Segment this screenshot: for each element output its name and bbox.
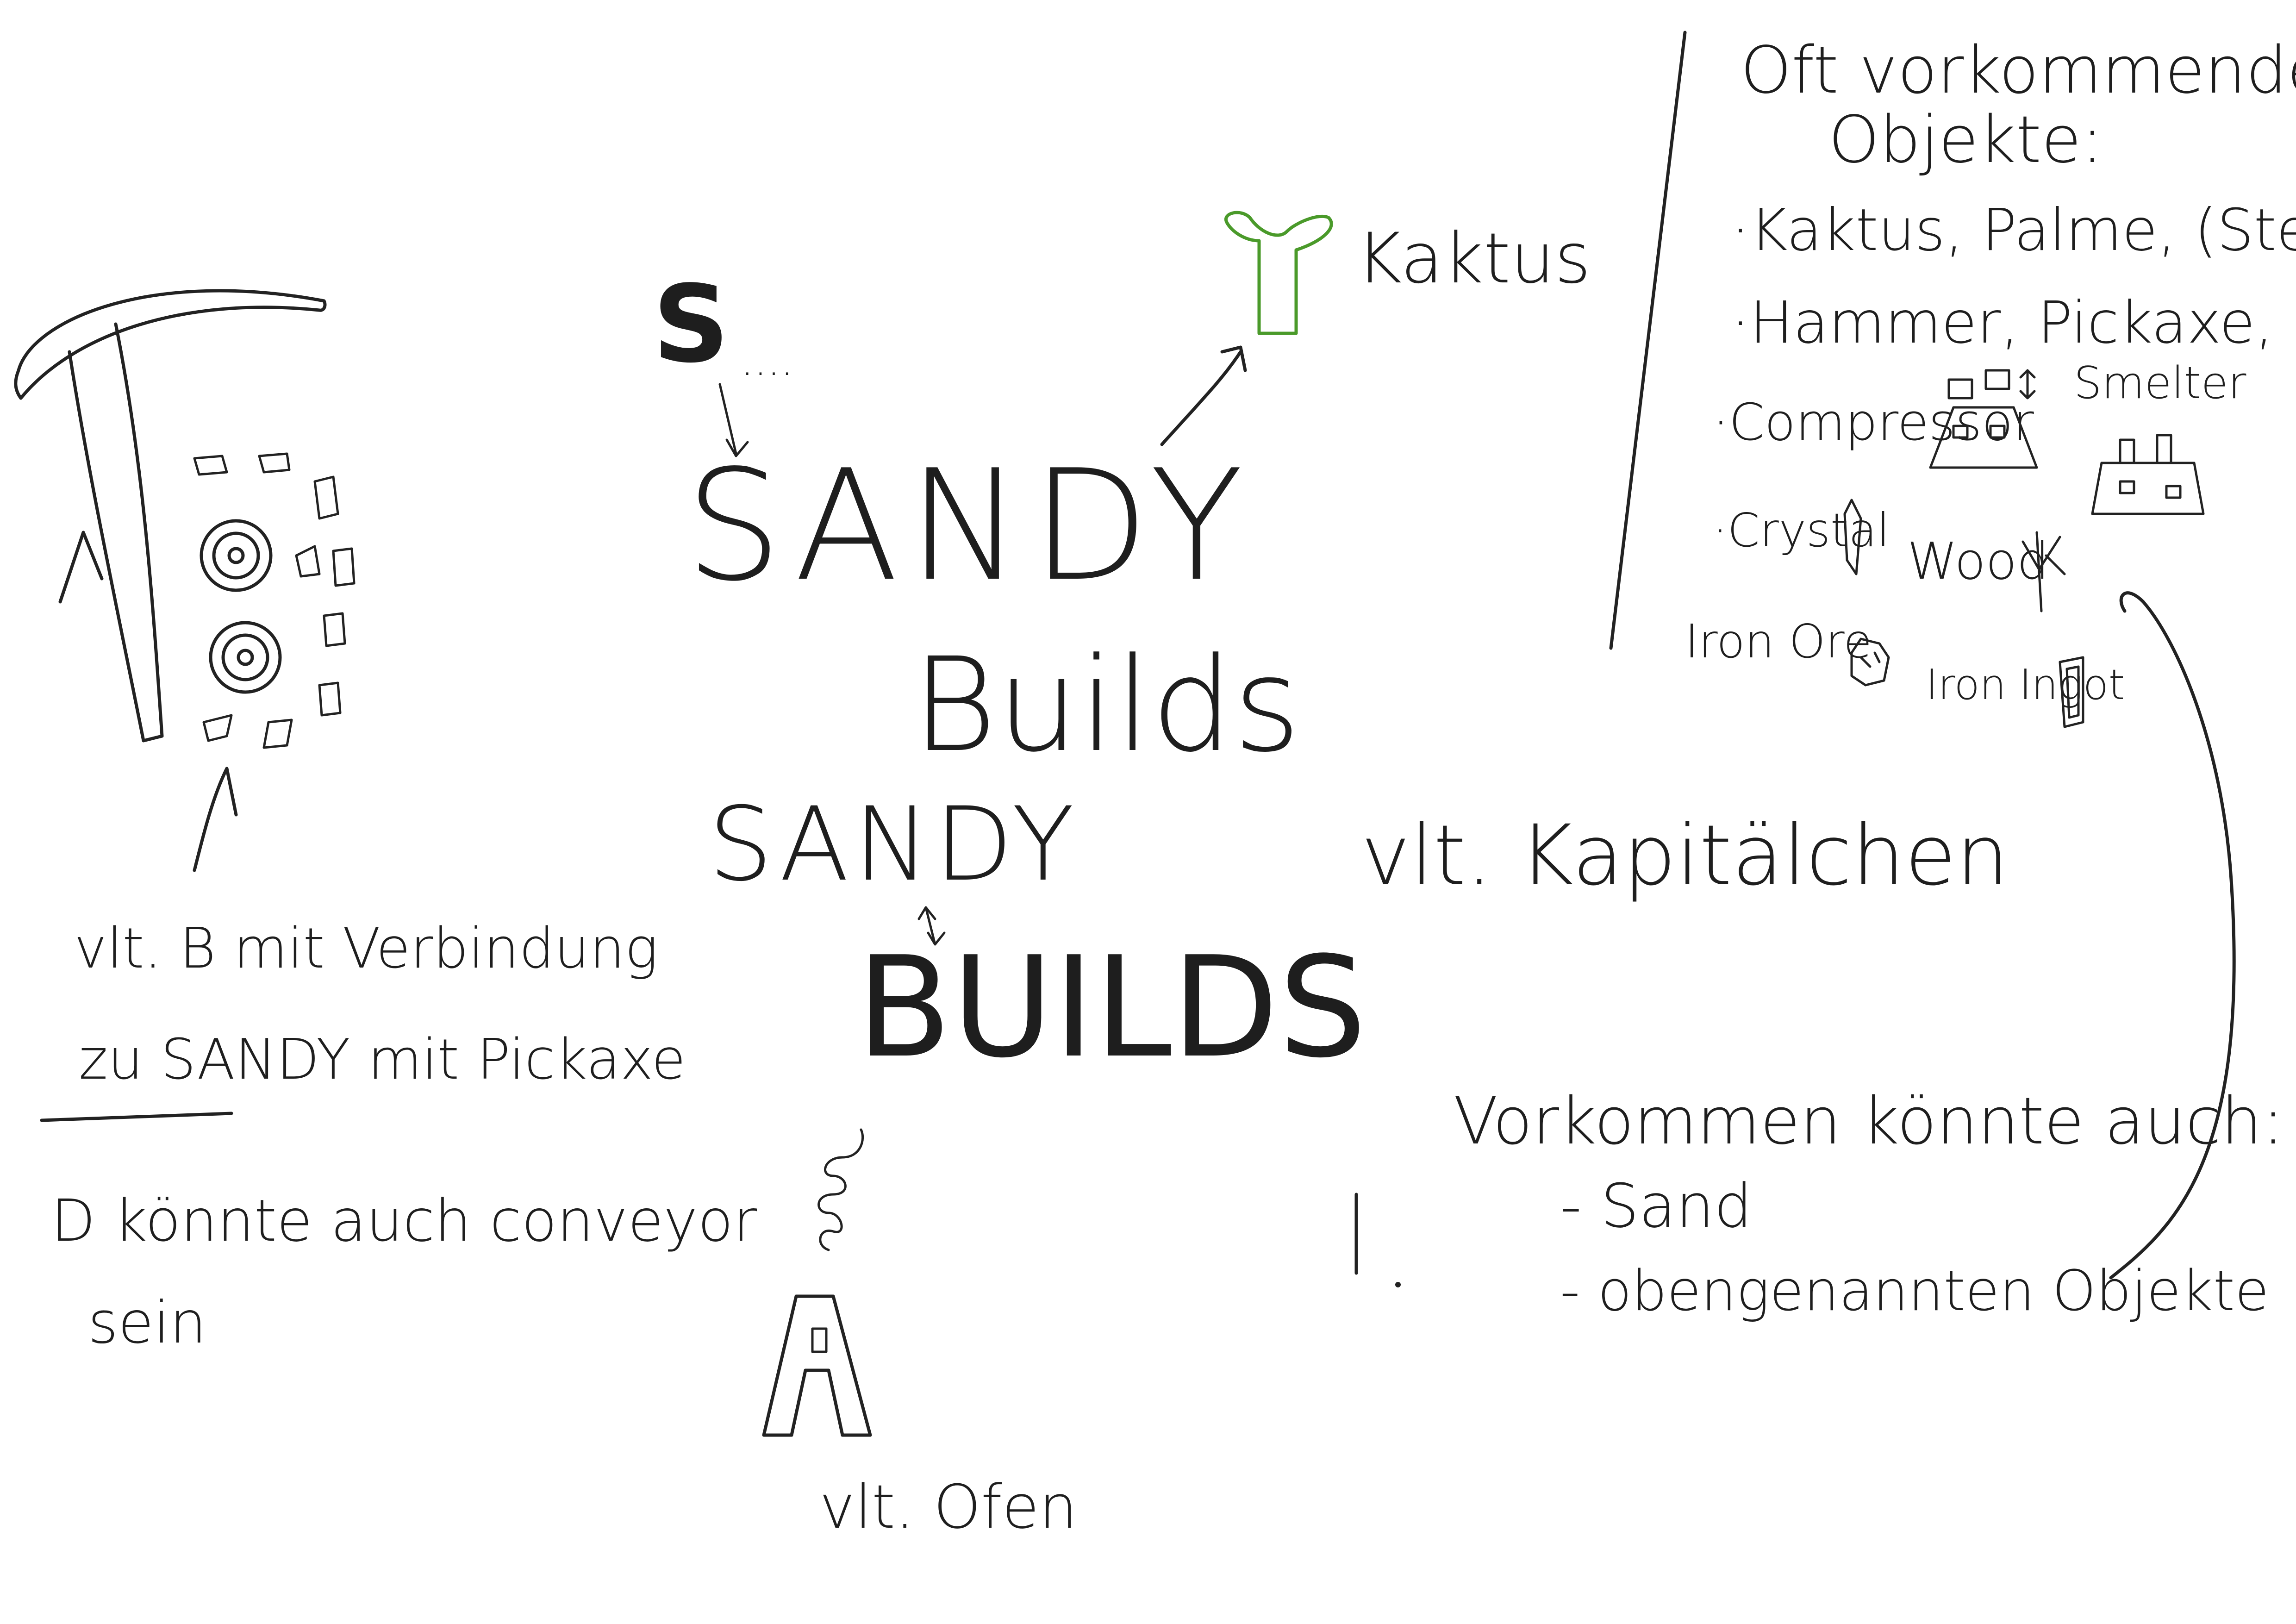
arrow-to-cactus [1160, 345, 1247, 446]
sandy-alt: SANDY [708, 785, 1079, 904]
dot [1395, 1282, 1401, 1287]
left-note-line-1: vlt. B mit Verbindung [74, 917, 658, 981]
kaktus-label: Kaktus [1356, 219, 1591, 299]
iron-ingot-icon [2059, 656, 2084, 728]
s-small: S [653, 263, 730, 387]
divider-line [1609, 31, 1687, 650]
right-title-1: Oft vorkommende [1741, 33, 2296, 108]
builds-mixed: Builds [912, 630, 1301, 781]
smelter-icon [2091, 434, 2205, 515]
s-dots: .... [741, 337, 793, 385]
wood-label: Wood [1907, 531, 2049, 591]
iron-ore-label: Iron Ore [1685, 614, 1872, 668]
gear-icon [193, 452, 356, 872]
curve-arrow [2109, 591, 2236, 1280]
right-title-2: Objekte: [1828, 102, 2103, 178]
cactus-icon [1224, 211, 1333, 335]
pickaxe-icon [14, 289, 327, 743]
right-item-2: ·Hammer, Pickaxe, Conveyor [1731, 289, 2296, 356]
compressor-icon [1929, 369, 2038, 469]
sandy-title: SANDY [685, 437, 1253, 615]
builds-caps: BUILDS [856, 927, 1366, 1088]
underline [40, 1112, 233, 1122]
arrow-down [718, 383, 749, 457]
left-note-line-3: D könnte auch conveyor [51, 1187, 757, 1255]
iron-ingot-label: Iron Ingot [1926, 661, 2125, 709]
left-note-line-4: sein [88, 1289, 206, 1356]
right-item-1: ·Kaktus, Palme, (Stein) [1731, 197, 2296, 264]
crystal-icon [1843, 499, 1862, 575]
vorkommen-line-1: Vorkommen könnte auch: [1454, 1084, 2284, 1159]
left-note-line-2: zu SANDY mit Pickaxe [79, 1028, 686, 1092]
crystal-label: ·Crystal [1713, 503, 1890, 557]
smelter-label: Smelter [2074, 358, 2246, 409]
wood-icon [2021, 531, 2066, 612]
double-arrow [917, 906, 946, 946]
vorkommen-line-3: - obengenannten Objekte [1560, 1259, 2269, 1324]
vorkommen-line-2: - Sand [1560, 1171, 1752, 1241]
furnace-a-icon [762, 1294, 872, 1437]
vlt-ofen: vlt. Ofen [819, 1472, 1077, 1542]
iron-ore-icon [1850, 637, 1890, 687]
kapitaelchen-note: vlt. Kapitälchen [1361, 807, 2009, 904]
right-item-3: ·Compressor [1713, 393, 2034, 452]
smoke-icon [817, 1128, 864, 1251]
